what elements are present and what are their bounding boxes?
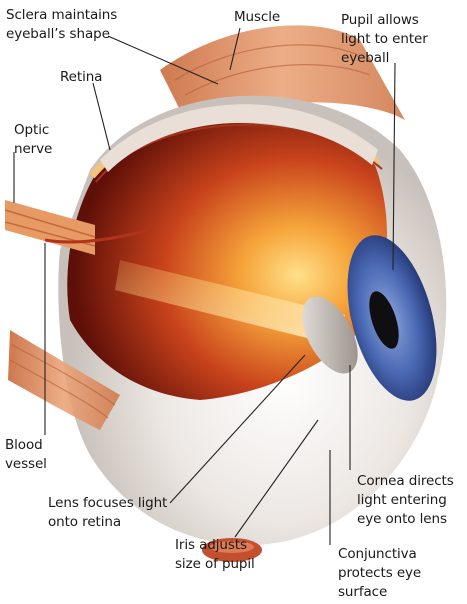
pupil-label: Pupil allows light to enter eyeball <box>341 11 428 68</box>
conjunctiva-label: Conjunctiva protects eye surface <box>338 545 421 602</box>
lens-label: Lens focuses light onto retina <box>48 494 167 532</box>
cornea-label: Cornea directs light entering eye onto l… <box>357 472 454 529</box>
optic-nerve-label: Optic nerve <box>14 121 52 159</box>
blood-vessel-label: Blood vessel <box>5 436 47 474</box>
sclera-label: Sclera maintains eyeball’s shape <box>6 6 117 44</box>
leader-retina <box>93 83 110 150</box>
muscle-label: Muscle <box>234 8 280 27</box>
iris-label: Iris adjusts size of pupil <box>175 536 255 574</box>
retina-label: Retina <box>60 68 102 87</box>
